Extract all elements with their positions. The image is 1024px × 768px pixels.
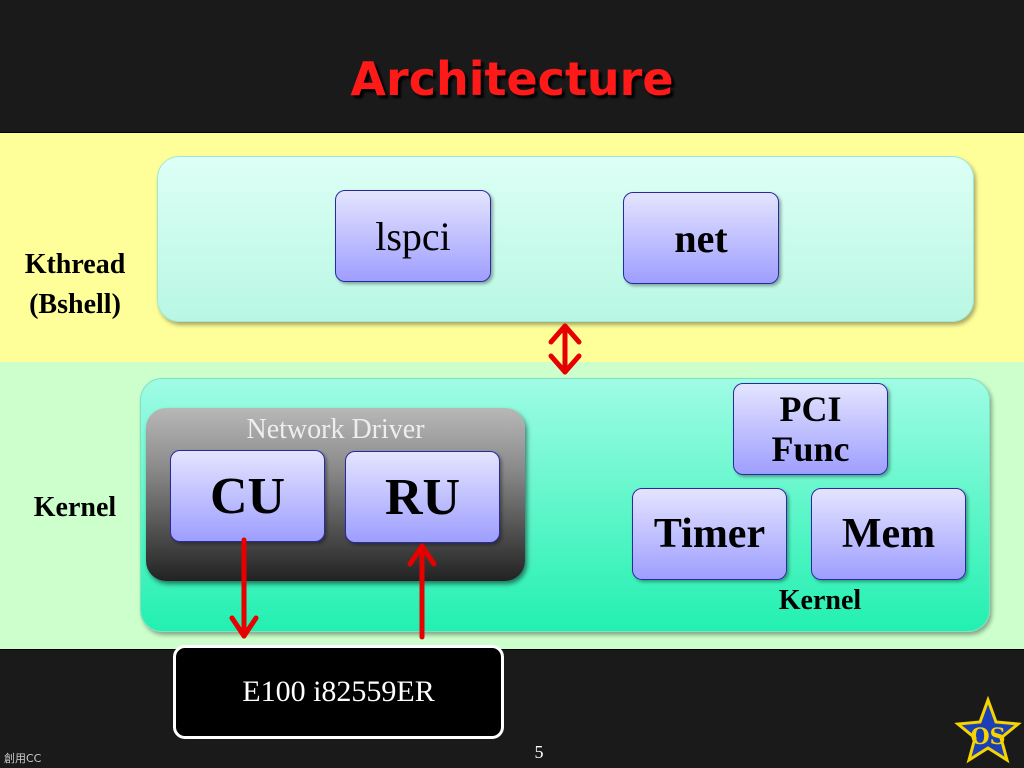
double-arrow-head-up xyxy=(548,323,582,345)
cu-arrow-head xyxy=(229,615,259,639)
os-logo-icon: OS xyxy=(954,695,1022,764)
ru-box: RU xyxy=(345,451,500,543)
timer-box: Timer xyxy=(632,488,787,580)
kthread-label-line1: Kthread xyxy=(24,249,126,280)
mem-box: Mem xyxy=(811,488,966,580)
kthread-label: Kthread (Bshell) xyxy=(10,245,140,325)
pci-func-line2: Func xyxy=(771,429,850,469)
network-driver-label: Network Driver xyxy=(246,414,425,445)
page-number: 5 xyxy=(534,742,544,762)
net-box: net xyxy=(623,192,779,284)
kthread-label-line2: (Bshell) xyxy=(29,289,121,320)
e100-device-box: E100 i82559ER xyxy=(173,645,504,739)
lspci-box: lspci xyxy=(335,190,491,282)
pci-func-box: PCI Func xyxy=(733,383,888,475)
cu-box: CU xyxy=(170,450,325,542)
ru-arrow-head xyxy=(407,543,437,567)
pci-func-line1: PCI xyxy=(779,389,842,429)
kernel-band-label: Kernel xyxy=(33,492,117,523)
slide-title: Architecture xyxy=(350,52,674,106)
double-arrow-head-down xyxy=(548,353,582,375)
kthread-panel xyxy=(157,156,974,322)
credit-label: 創用CC xyxy=(4,752,42,765)
kernel-inner-label: Kernel xyxy=(778,585,862,616)
os-logo-text: OS xyxy=(970,724,1005,750)
